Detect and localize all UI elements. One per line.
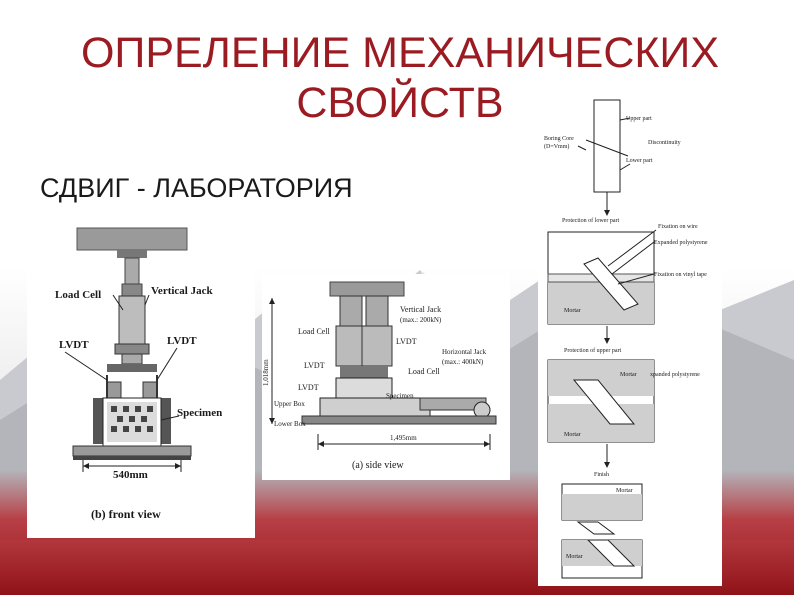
process-label-fixation-tape: Fixation on vinyl tape — [654, 272, 707, 278]
process-label-finish: Finish — [594, 472, 609, 478]
front-view-caption: (b) front view — [91, 507, 161, 521]
front-label-lvdt-left: LVDT — [59, 339, 89, 351]
process-label-mortar-2: Mortar — [620, 372, 637, 378]
side-label-lower-box: Lower Box — [274, 420, 306, 428]
process-label-expanded-poly-2: xpanded polystyrene — [650, 372, 700, 378]
process-label-mortar-3: Mortar — [564, 432, 581, 438]
side-label-load-cell-top: Load Cell — [298, 327, 331, 336]
process-label-expanded-poly: Expanded polystyrene — [654, 240, 708, 246]
process-label-mortar-4: Mortar — [616, 488, 633, 494]
process-label-mortar-5: Mortar — [566, 554, 583, 560]
front-view-diagram: Load Cell Vertical Jack LVDT LVDT Specim… — [27, 220, 255, 538]
side-label-lvdt-top: LVDT — [396, 337, 417, 346]
process-label-discontinuity: Discontinuity — [648, 140, 681, 146]
process-label-upper-part: Upper part — [626, 116, 652, 122]
slide-subtitle: СДВИГ - ЛАБОРАТОРИЯ — [40, 173, 353, 203]
process-label-protection-upper: Protection of upper part — [564, 347, 621, 354]
side-label-specimen: Specimen — [386, 392, 414, 400]
process-label-fixation-wire: Fixation on wire — [658, 224, 698, 230]
front-label-load-cell: Load Cell — [55, 289, 101, 301]
process-diagram: Upper part Boring Core (D=Vmm) Discontin… — [538, 94, 722, 586]
process-label-boring-core: Boring Core — [544, 136, 574, 142]
side-label-lvdt-low: LVDT — [298, 383, 319, 392]
side-view-caption: (a) side view — [352, 460, 404, 471]
front-label-lvdt-right: LVDT — [167, 335, 197, 347]
side-label-load-cell-mid: Load Cell — [408, 367, 441, 376]
process-label-protection-lower: Protection of lower part — [562, 217, 619, 224]
side-label-horizontal-jack: Horizontal Jack — [442, 348, 487, 356]
slide-title: ОПРЕЛЕНИЕ МЕХАНИЧЕСКИХ СВОЙСТВ — [30, 28, 770, 128]
front-label-specimen: Specimen — [177, 407, 222, 419]
side-label-vertical-jack: Vertical Jack — [400, 305, 441, 314]
side-label-length: 1,495mm — [390, 434, 417, 442]
side-view-diagram: 1,018mm Vertical Jack (max.: 200kN) Load… — [262, 274, 510, 480]
process-label-boring-core-d: (D=Vmm) — [544, 143, 569, 150]
side-label-upper-box: Upper Box — [274, 400, 305, 408]
title-line-1: ОПРЕЛЕНИЕ МЕХАНИЧЕСКИХ — [80, 29, 720, 77]
process-label-lower-part: Lower part — [626, 158, 653, 164]
front-label-vertical-jack: Vertical Jack — [151, 285, 213, 297]
side-label-lvdt-mid: LVDT — [304, 361, 325, 370]
process-label-mortar-1: Mortar — [564, 308, 581, 314]
side-label-vertical-jack-max: (max.: 200kN) — [400, 316, 442, 324]
front-label-width: 540mm — [113, 469, 148, 481]
title-line-2: СВОЙСТВ — [296, 79, 504, 127]
side-label-height: 1,018mm — [262, 359, 270, 386]
side-label-horizontal-jack-max: (max.: 400kN) — [442, 358, 484, 366]
